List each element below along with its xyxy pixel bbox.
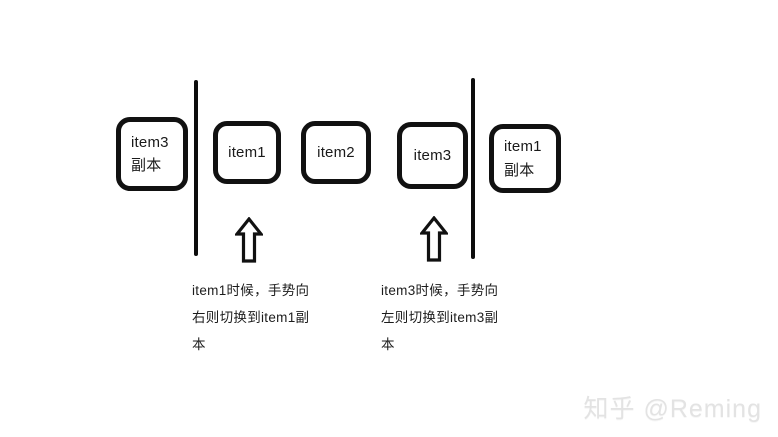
caption-line: item1时候，手势向: [192, 283, 310, 298]
item-box-label-line1: item1: [228, 143, 266, 161]
item-box-label-line1: item1: [504, 138, 542, 156]
caption-item3: item3时候，手势向 左则切换到item3副 本: [381, 277, 498, 358]
caption-line: 本: [192, 337, 206, 352]
viewport-boundary-right: [471, 78, 475, 259]
item-box-item2: item2: [301, 121, 371, 184]
item-box-item1-copy: item1 副本: [489, 124, 561, 193]
item-box-label-line1: item3: [413, 146, 452, 164]
arrow-up-icon: [420, 216, 448, 262]
item-box-label-line2: 副本: [504, 161, 535, 179]
caption-item1: item1时候，手势向 右则切换到item1副 本: [192, 277, 309, 358]
item-box-label-line1: item2: [317, 143, 355, 161]
item-box-label-line2: 副本: [131, 157, 162, 174]
caption-line: 本: [381, 337, 395, 352]
watermark: 知乎 @Reming: [583, 395, 762, 423]
arrow-up-icon: [235, 217, 263, 263]
caption-line: 右则切换到item1副: [192, 310, 310, 325]
item-box-item3: item3: [397, 122, 468, 189]
item-box-label-line1: item3: [131, 133, 169, 151]
item-box-item3-copy: item3 副本: [116, 117, 188, 191]
item-box-item1: item1: [213, 121, 281, 184]
caption-line: item3时候，手势向: [381, 283, 499, 298]
caption-line: 左则切换到item3副: [381, 310, 499, 325]
viewport-boundary-left: [194, 80, 198, 256]
